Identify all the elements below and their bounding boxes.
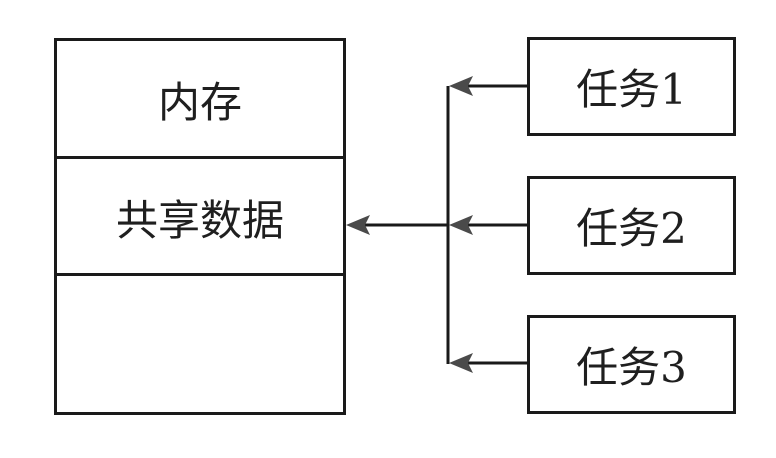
memory-divider-2 [57, 273, 343, 276]
task-label-2: 任务2 [576, 204, 687, 253]
memory-section-shared-data: 共享数据 [57, 159, 343, 275]
task-box-2: 任务2 [527, 176, 736, 275]
task-label-3: 任务3 [576, 343, 687, 392]
task3-arrowhead [449, 353, 473, 373]
memory-label: 内存 [157, 77, 242, 127]
memory-divider-1 [57, 156, 343, 159]
task-label-1: 任务1 [576, 65, 687, 114]
memory-section-title: 内存 [57, 41, 343, 157]
memory-arrowhead [346, 215, 370, 235]
task1-arrowhead [449, 76, 473, 96]
task-box-3: 任务3 [527, 315, 736, 414]
task2-arrowhead [449, 215, 473, 235]
memory-block: 内存 共享数据 [54, 38, 346, 415]
task-box-1: 任务1 [527, 37, 736, 136]
shared-data-label: 共享数据 [115, 195, 284, 245]
